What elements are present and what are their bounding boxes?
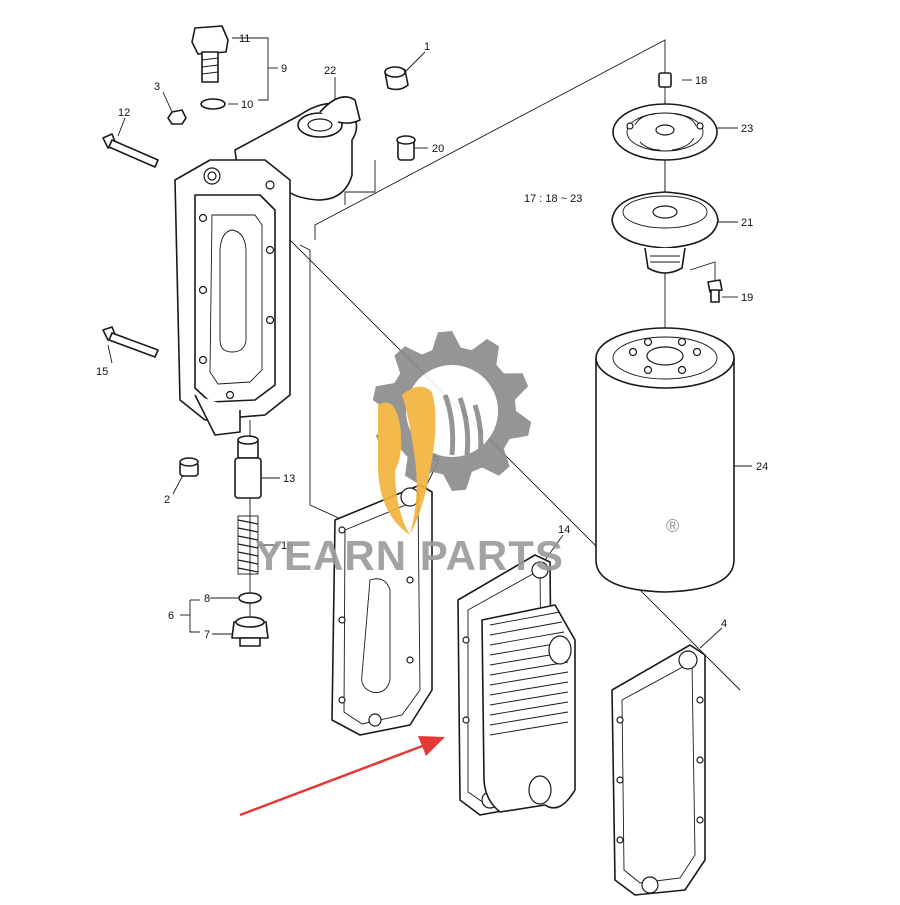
callout-11: 11 <box>239 33 250 45</box>
callout-2: 2 <box>164 494 170 506</box>
callout-14: 14 <box>558 524 570 536</box>
callout-13: 13 <box>283 473 295 485</box>
oil-cooler-part-14 <box>457 554 576 816</box>
plug-part-7 <box>231 616 269 647</box>
pin-part-18 <box>658 72 672 88</box>
registered-mark-icon: ® <box>666 516 679 536</box>
filter-head-housing <box>174 159 291 436</box>
bolt-part-15 <box>102 326 159 358</box>
callout-3: 3 <box>154 81 160 93</box>
group-note-17: 17 : 18 ~ 23 <box>524 193 582 205</box>
thermostat-part-21 <box>611 191 719 274</box>
red-pointer-arrow-icon <box>239 736 445 817</box>
callout-7: 7 <box>204 629 210 641</box>
oil-filter-part-24 <box>595 327 735 593</box>
callout-10: 10 <box>241 99 253 111</box>
callout-16: 16 <box>281 540 293 552</box>
watermark-brand-text: YEARN PARTS <box>255 532 564 579</box>
cap-part-1 <box>384 66 409 91</box>
callout-20: 20 <box>432 143 444 155</box>
callout-23: 23 <box>741 123 753 135</box>
gasket-part-4 <box>611 644 706 896</box>
valve-part-13 <box>234 435 262 499</box>
valve-plate-part-23 <box>612 103 718 161</box>
gasket-part-5 <box>331 484 433 736</box>
plug-part-20 <box>396 135 416 161</box>
nipple-part-3 <box>167 109 187 125</box>
gear-logo-icon <box>372 331 532 535</box>
callout-9: 9 <box>281 63 287 75</box>
brand-watermark: YEARN PARTS ® <box>255 331 679 579</box>
callout-21: 21 <box>741 217 753 229</box>
callout-4: 4 <box>721 618 727 630</box>
bolt-part-11 <box>191 25 229 83</box>
o-ring-part-8 <box>238 592 262 604</box>
callout-12: 12 <box>118 107 130 119</box>
callout-18: 18 <box>695 75 707 87</box>
plug-part-2 <box>179 457 199 477</box>
bolt-part-19 <box>689 261 723 303</box>
callout-24: 24 <box>756 461 768 473</box>
bolt-part-12 <box>102 133 159 168</box>
callout-1: 1 <box>424 41 430 53</box>
callout-15: 15 <box>96 366 108 378</box>
o-ring-part-10 <box>200 98 226 110</box>
callout-22: 22 <box>324 65 336 77</box>
callout-19: 19 <box>741 292 753 304</box>
callout-8: 8 <box>204 593 210 605</box>
callout-6: 6 <box>168 610 174 622</box>
